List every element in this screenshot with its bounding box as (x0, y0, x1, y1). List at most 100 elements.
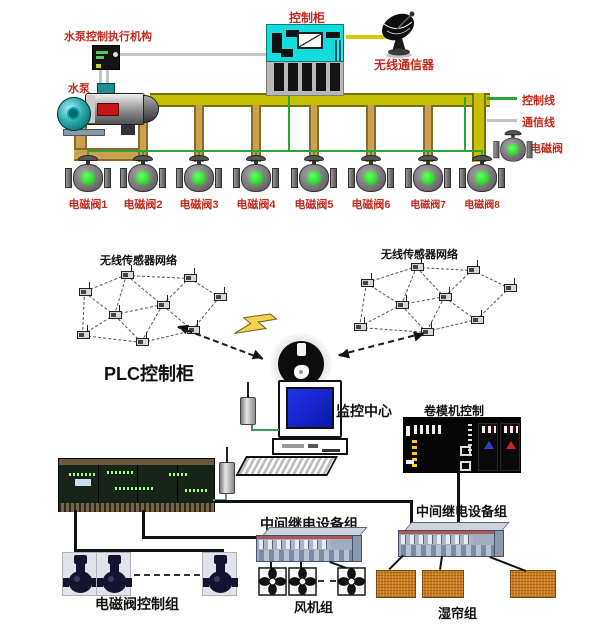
roll-machine-controller (403, 417, 521, 473)
sensor-node-icon (471, 310, 484, 324)
solenoid-valve-icon (65, 155, 111, 197)
fan-icon (337, 567, 366, 596)
solenoid-valve-icon (233, 155, 279, 197)
monitor-screen (286, 387, 334, 429)
controller-leds-yellow (412, 440, 417, 470)
valve-cap (246, 155, 266, 161)
lightning-icon (234, 306, 278, 352)
equipment-wire (489, 556, 526, 572)
cabinet-bar (302, 63, 312, 91)
valve-cap (418, 155, 438, 161)
wireless-comm-label: 无线通信器 (374, 58, 435, 72)
wet-curtain-panel (376, 570, 416, 598)
rack-stripe (257, 536, 359, 539)
valve-cap (504, 130, 522, 136)
sensor-node-icon (361, 273, 374, 287)
valve-flange (405, 168, 412, 188)
actuator-knob (113, 52, 118, 57)
comm-line-actuator-pump-a (99, 69, 102, 92)
module-led (504, 426, 518, 433)
legend-comm-line-swatch (487, 119, 517, 122)
sensor-node-icon (354, 317, 367, 331)
cabinet-bar (316, 63, 326, 91)
branch-pipe (138, 105, 148, 162)
network-edge-line (126, 275, 190, 279)
controller-module (500, 423, 520, 471)
plc-photo (58, 458, 215, 512)
valve-indicator (249, 171, 263, 185)
plc-divider (98, 465, 99, 503)
sensor-node-icon (77, 325, 90, 339)
rack-endcap (494, 530, 504, 557)
fan-icon (258, 567, 287, 596)
network-edge-line (82, 335, 142, 343)
module-marker-blue (484, 436, 494, 449)
sensor-node-icon (157, 295, 170, 309)
plc-label-chip (75, 479, 91, 486)
equipment-wire (439, 555, 443, 570)
sensor-node-icon (467, 260, 480, 274)
solenoid-valve-icon (459, 155, 505, 197)
rack-slats (401, 545, 499, 556)
pump-nameplate (97, 103, 119, 116)
relay-rack-right (398, 522, 510, 558)
cabinet-lower-body (266, 60, 344, 96)
solenoid-valve-icon (120, 155, 166, 197)
controller-detail (406, 460, 414, 464)
valve-continuation-dashes (134, 574, 200, 576)
monitor-center-label: 监控中心 (336, 403, 392, 419)
plc-led-row (185, 489, 209, 492)
fan-icon (288, 567, 317, 596)
plc-led-row (69, 473, 95, 476)
plc-divider (137, 465, 138, 503)
plc-terminal-strip (59, 503, 214, 512)
relay-rack-mid (256, 527, 368, 563)
sensor-node-icon (136, 332, 149, 346)
comm-line-actuator-pump-b (106, 69, 109, 92)
cabinet-bar (330, 63, 340, 91)
network-edge-line (114, 274, 127, 315)
drive-slot (282, 444, 304, 448)
valve-photo (202, 552, 238, 596)
legend-valve-label: 电磁阀 (530, 143, 563, 155)
rack-endcap (352, 535, 362, 562)
valve-label: 电磁阀8 (464, 200, 500, 211)
sensor-node-icon (121, 265, 134, 279)
control-line-cabinet-drop (288, 95, 290, 152)
valve-flange (459, 168, 466, 188)
actuator-led (96, 56, 104, 59)
valve-flange (498, 168, 505, 188)
wet-curtain-panel (510, 570, 556, 598)
valve-label: 电磁阀5 (294, 199, 334, 211)
receiver-dot (299, 370, 303, 374)
fan-continuation-dashes (318, 580, 336, 582)
plc-modem-wire (225, 494, 227, 501)
pump-actuator-label: 水泵控制执行机构 (64, 31, 152, 43)
pump-motor-face (67, 107, 80, 120)
sensor-node-icon (396, 295, 409, 309)
monitoring-computer (235, 376, 350, 478)
valve-label: 电磁阀1 (68, 199, 108, 211)
valve-flange (444, 168, 451, 188)
valve-label: 电磁阀3 (179, 199, 219, 211)
satellite-dish-icon (378, 8, 424, 58)
valve-flange (215, 168, 222, 188)
valve-indicator (475, 171, 489, 185)
computer-base (272, 438, 348, 455)
antenna-modem-plc (219, 447, 235, 494)
legend-valve-icon (493, 130, 533, 166)
relay-group-right-label: 中间继电设备组 (416, 504, 508, 519)
branch-pipe (309, 105, 319, 162)
wire-rollmachine-to-rack (457, 471, 460, 524)
wire-rack-to-fan (300, 560, 302, 568)
valve-flange (291, 168, 298, 188)
cabinet-label: 控制柜 (289, 11, 326, 25)
valve-label: 电磁阀6 (351, 199, 391, 211)
rack-modules (259, 540, 331, 549)
valve-flange (176, 168, 183, 188)
sensor-node-icon (214, 287, 227, 301)
valve-indicator (364, 171, 378, 185)
legend-control-line-swatch (487, 97, 517, 100)
comm-line-actuator-cabinet (119, 53, 267, 56)
actuator-led (96, 64, 101, 68)
